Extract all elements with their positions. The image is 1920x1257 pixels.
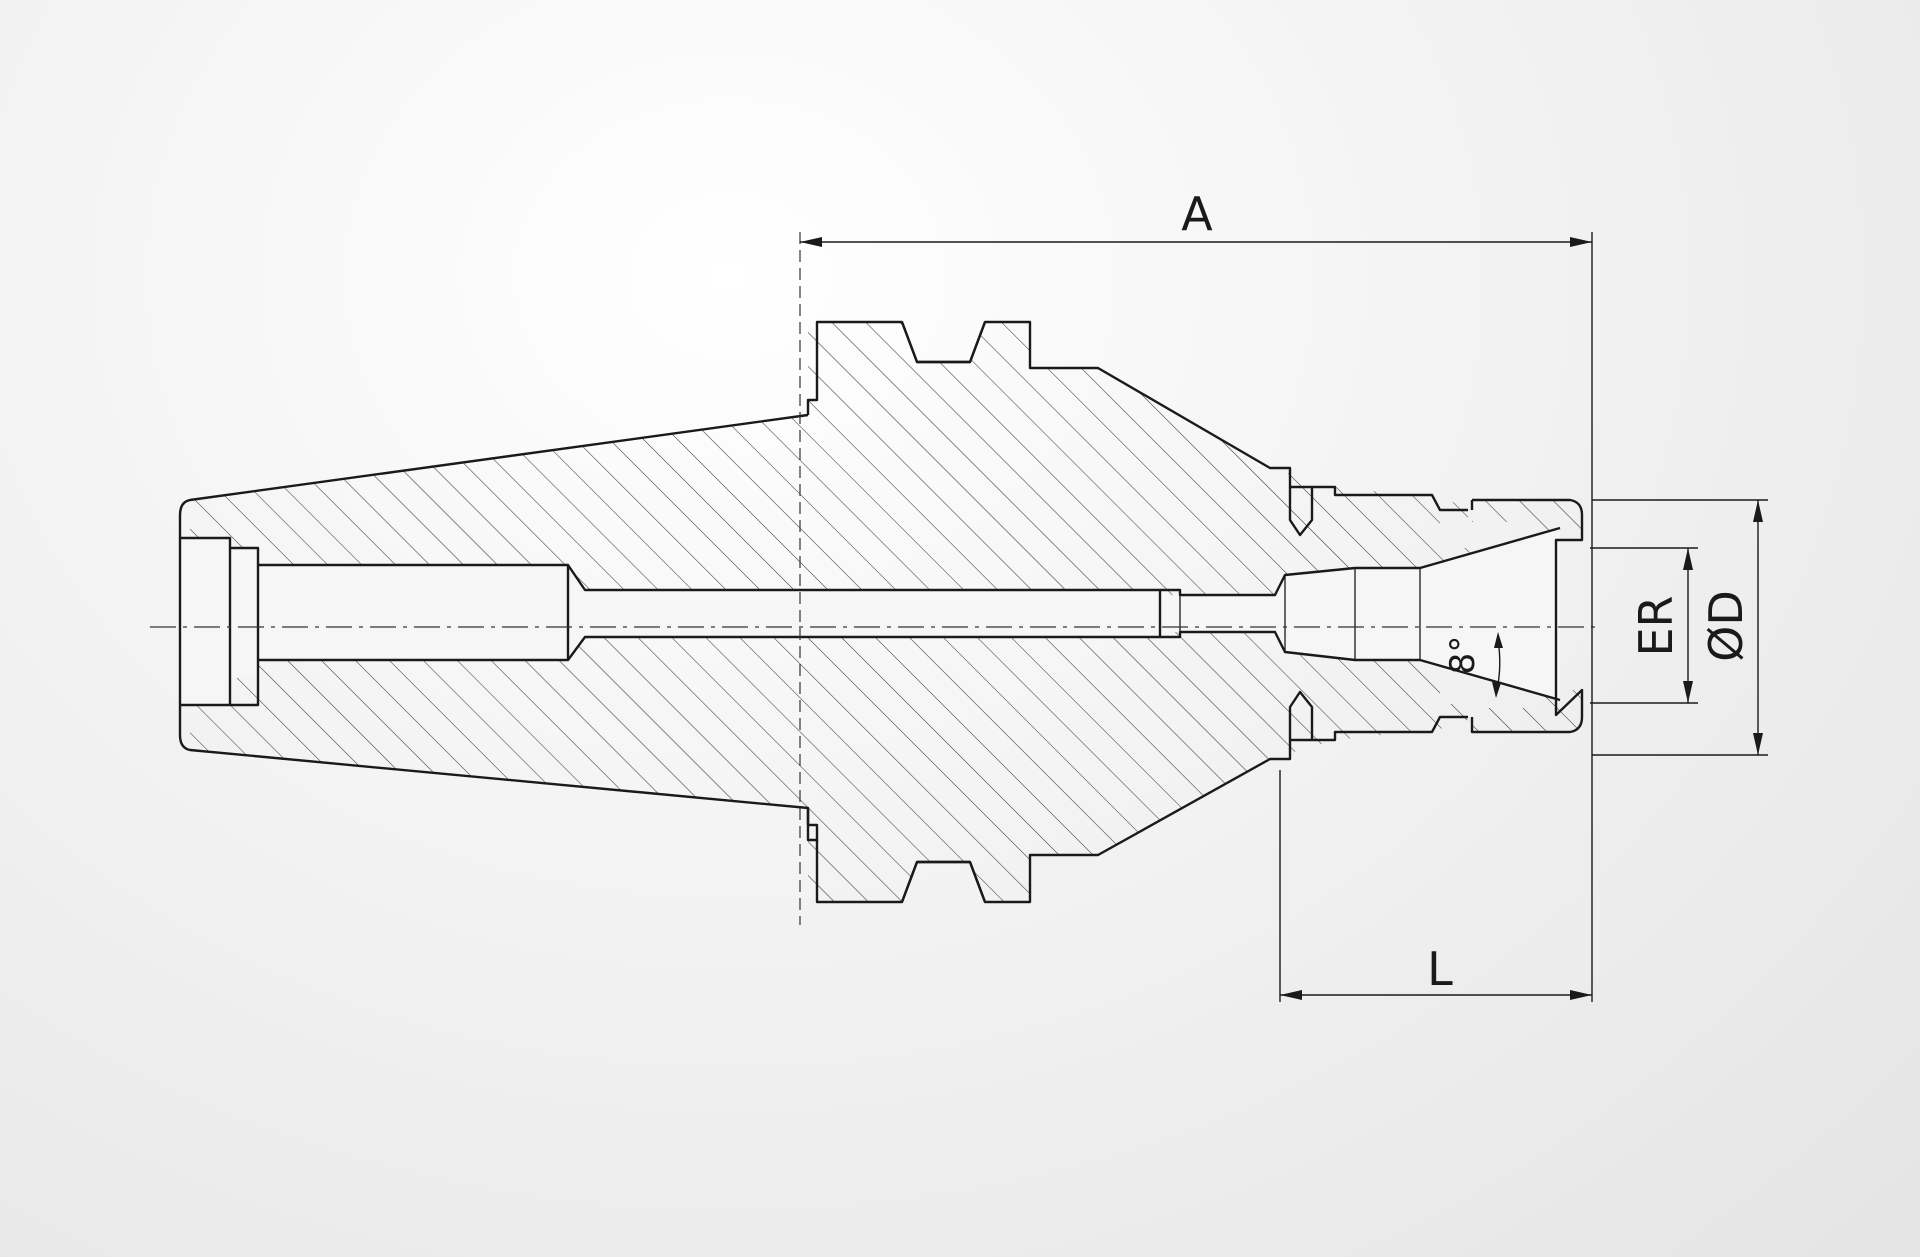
dimension-d: ØD bbox=[1592, 499, 1768, 756]
dimension-er: ER bbox=[1590, 547, 1698, 704]
dimension-l: L bbox=[1279, 770, 1592, 1002]
internal-bore bbox=[180, 528, 1560, 705]
taper-angle-label: 8° bbox=[1443, 636, 1483, 675]
dimension-er-label: ER bbox=[1629, 595, 1683, 656]
taper-angle-annotation: 8° bbox=[1443, 632, 1503, 698]
dimension-a: A bbox=[800, 187, 1593, 1002]
dimension-l-label: L bbox=[1427, 942, 1453, 996]
bore-outline bbox=[180, 526, 1561, 707]
dimension-a-label: A bbox=[1181, 187, 1213, 241]
holder-outline bbox=[178, 320, 1584, 904]
dimension-d-label: ØD bbox=[1699, 590, 1753, 662]
